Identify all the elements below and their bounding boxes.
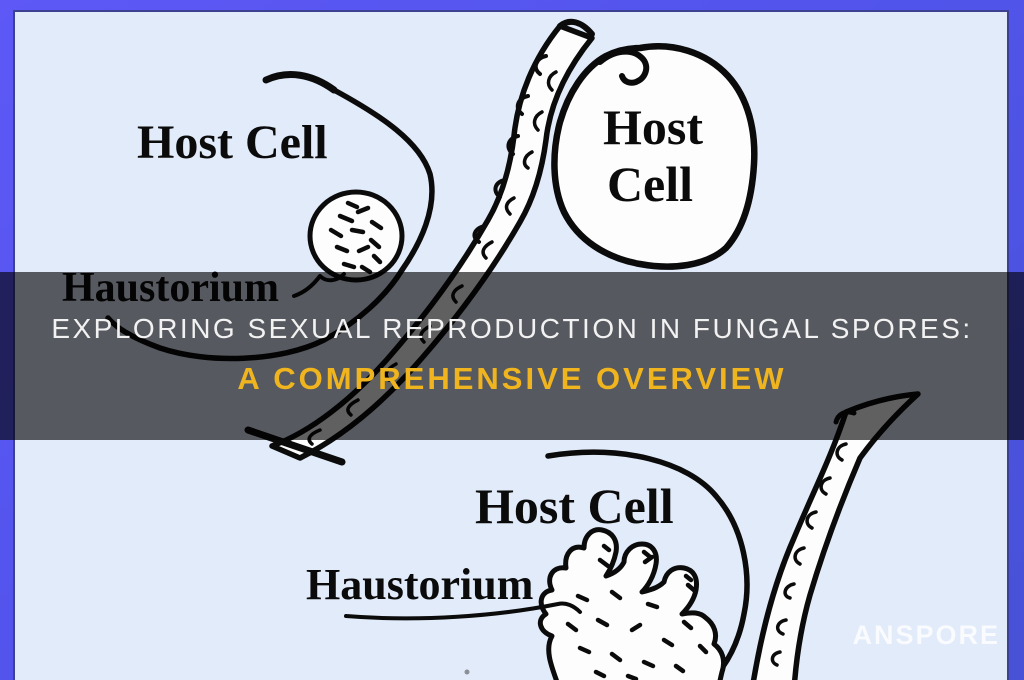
haustorium-lobed (537, 527, 727, 680)
scan-speck (464, 669, 470, 675)
banner-line-2: A COMPREHENSIVE OVERVIEW (237, 360, 787, 396)
bottom-arc (545, 449, 750, 671)
haustorium-leader-bottom (344, 601, 582, 621)
host-cell-blob (551, 43, 758, 270)
host-cell-label-top: Host Cell (137, 116, 328, 169)
title-banner: EXPLORING SEXUAL REPRODUCTION IN FUNGAL … (0, 272, 1024, 440)
anspore-watermark: ANSPORE (852, 620, 1000, 650)
haustorium-ball (307, 189, 405, 283)
banner-line-1: EXPLORING SEXUAL REPRODUCTION IN FUNGAL … (51, 313, 973, 344)
haustorium-label-bottom: Haustorium (306, 560, 533, 609)
host-cell-blob-label-line2: Cell (607, 156, 693, 212)
host-cell-blob-label-line1: Host (603, 99, 703, 155)
host-cell-label-bottom: Host Cell (475, 478, 674, 534)
